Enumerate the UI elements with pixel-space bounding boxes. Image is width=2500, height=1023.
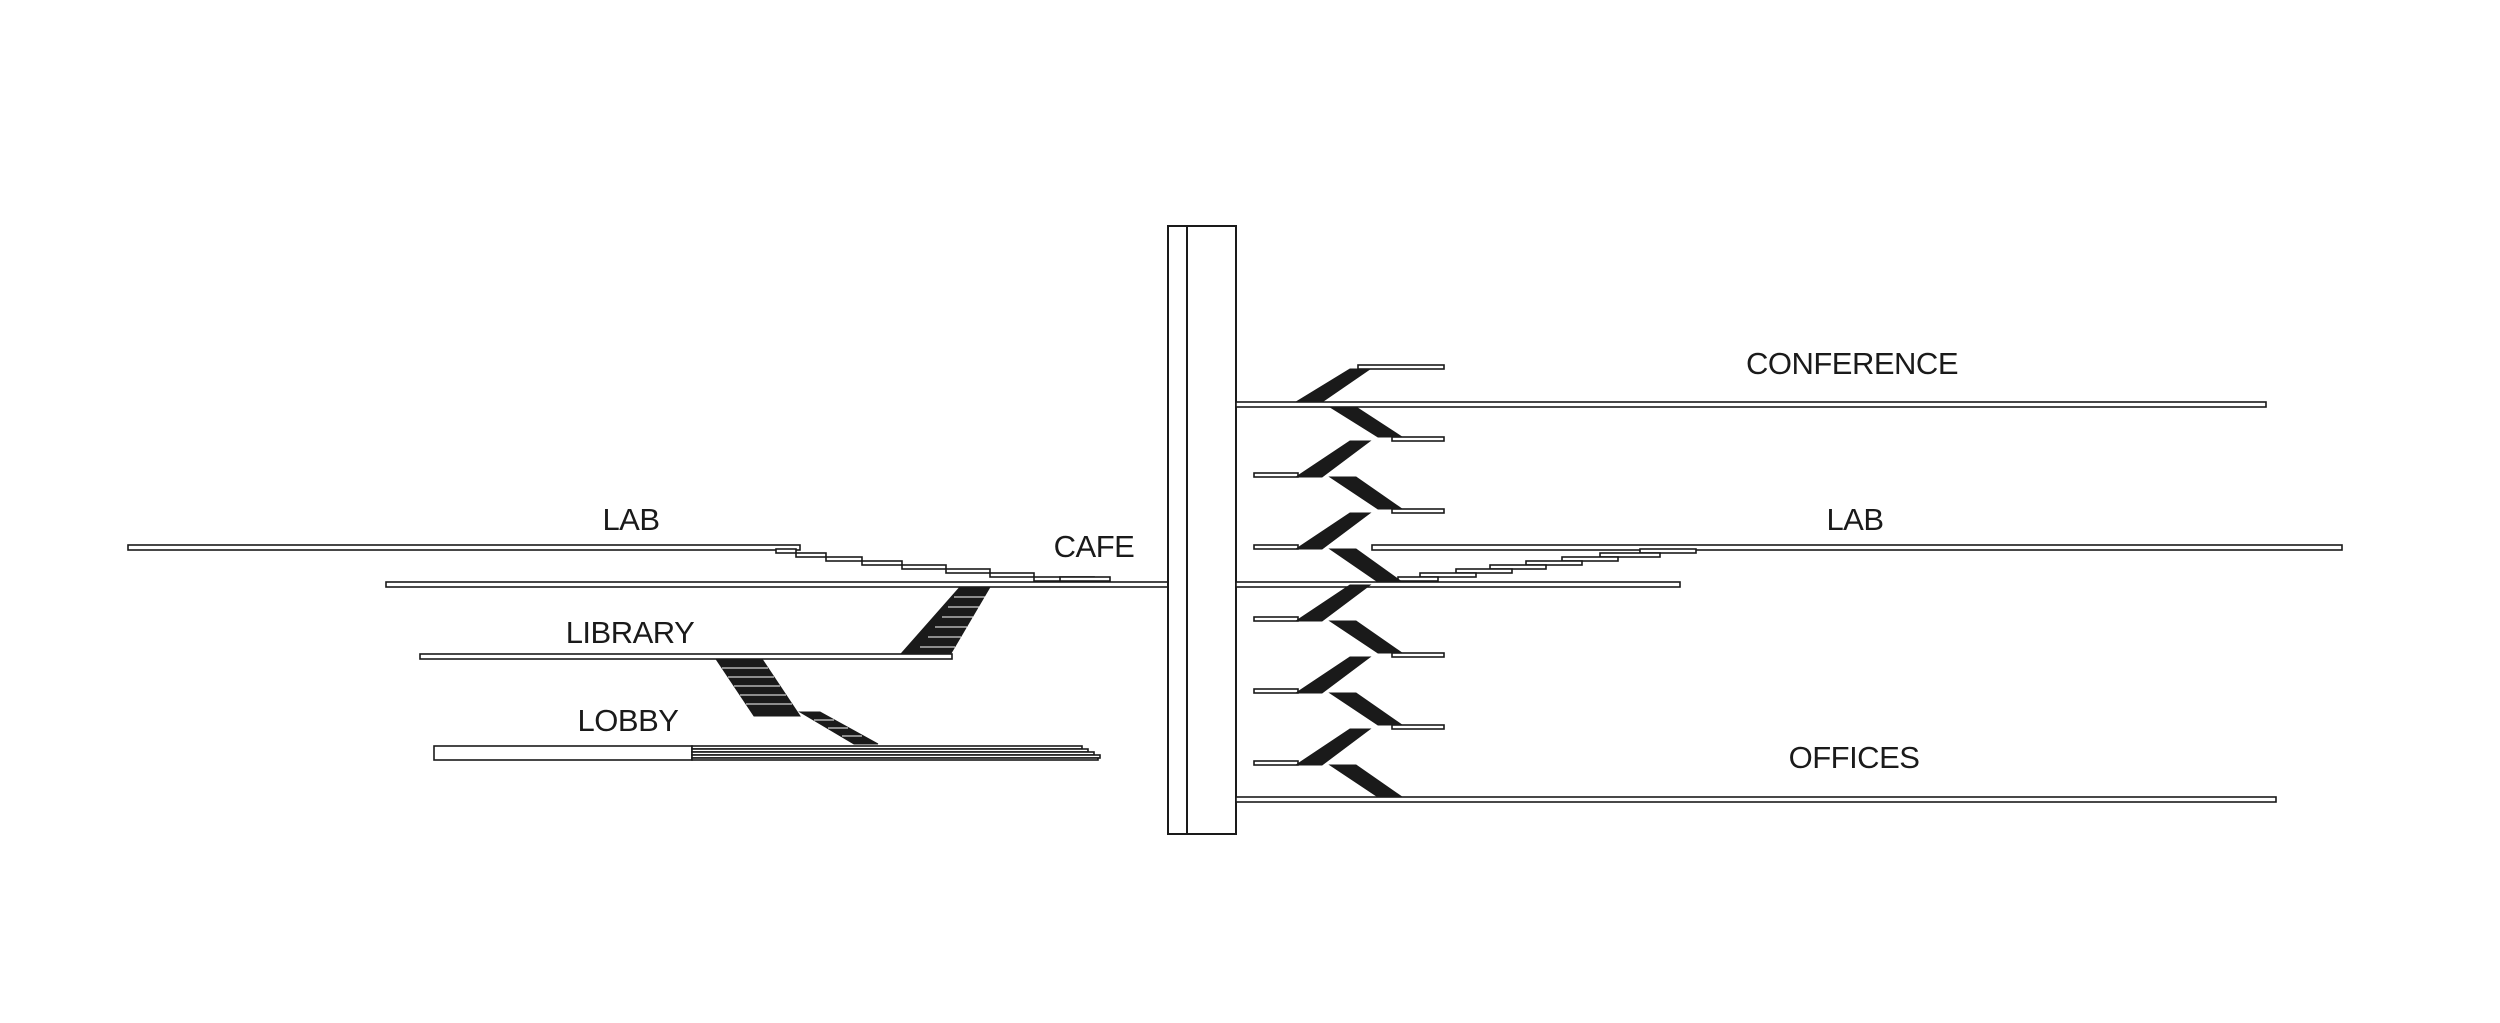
lobby-label: LOBBY bbox=[578, 703, 679, 738]
cafe-right-slab bbox=[1235, 581, 1681, 588]
switchback-stair bbox=[1253, 364, 1445, 798]
lab-right-label: LAB bbox=[1826, 502, 1883, 537]
lab-left-slab bbox=[127, 544, 801, 551]
library-slab bbox=[419, 653, 953, 660]
cafe-label: CAFE bbox=[1054, 529, 1135, 564]
lobby-slab bbox=[433, 745, 1101, 761]
stair-cafe-library bbox=[898, 586, 991, 656]
stair-library-lobby bbox=[715, 658, 879, 745]
lab-right-terrace-steps bbox=[1397, 548, 1697, 582]
lab-left-label: LAB bbox=[602, 502, 659, 537]
lab-left-terrace-steps bbox=[775, 548, 1111, 582]
central-core bbox=[1167, 225, 1237, 835]
cafe-slab bbox=[385, 581, 1169, 588]
conference-slab bbox=[1235, 401, 2267, 408]
conference-label: CONFERENCE bbox=[1746, 346, 1958, 381]
lab-right-slab bbox=[1371, 544, 2343, 551]
offices-slab bbox=[1235, 796, 2277, 803]
library-label: LIBRARY bbox=[566, 615, 695, 650]
offices-label: OFFICES bbox=[1789, 740, 1920, 775]
